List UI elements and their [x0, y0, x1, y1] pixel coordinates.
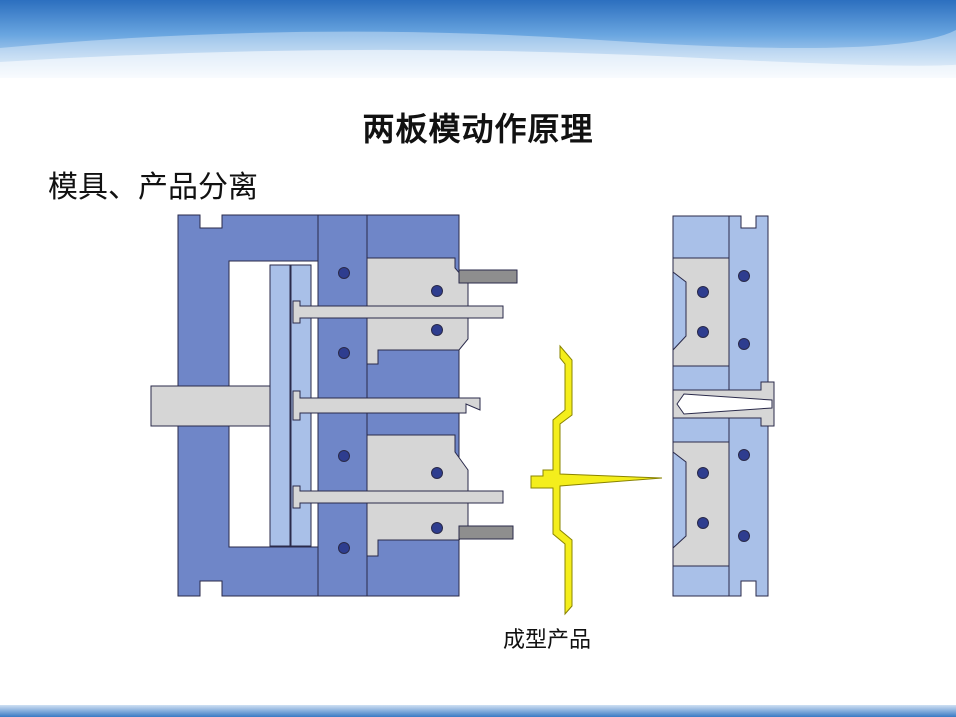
pin-hole: [431, 324, 443, 336]
cavity-insert-upper: [672, 257, 730, 367]
pin-hole: [738, 270, 750, 282]
pin-hole: [738, 530, 750, 542]
pin-hole: [338, 542, 350, 554]
fixed-half: [672, 215, 775, 597]
pin-hole: [738, 338, 750, 350]
slide-subtitle: 模具、产品分离: [48, 170, 258, 205]
cavity-insert-lower: [672, 441, 730, 567]
pin-hole: [697, 517, 709, 529]
ejector-rod: [150, 385, 271, 427]
ejector-plate-outer: [269, 264, 291, 547]
ejector-pin-middle: [292, 390, 481, 421]
moving-half: [150, 214, 518, 597]
bottom-bar: [0, 705, 956, 717]
pin-hole: [431, 522, 443, 534]
pin-hole: [697, 286, 709, 298]
clamp-plate: [177, 214, 319, 597]
slide-title: 两板模动作原理: [362, 110, 594, 148]
product-label: 成型产品: [503, 628, 592, 653]
sprue-channel: [676, 393, 773, 415]
pin-hole: [338, 450, 350, 462]
molded-product: [530, 344, 663, 616]
return-pin-upper: [458, 269, 518, 284]
ejector-pin-lower: [292, 485, 504, 509]
top-banner: [0, 0, 956, 78]
pin-hole: [431, 467, 443, 479]
pin-hole: [338, 267, 350, 279]
ejector-pin-upper: [292, 300, 504, 324]
pin-hole: [697, 326, 709, 338]
pin-hole: [738, 449, 750, 461]
pin-hole: [431, 285, 443, 297]
return-pin-lower: [458, 525, 514, 540]
pin-hole: [697, 467, 709, 479]
pin-hole: [338, 347, 350, 359]
